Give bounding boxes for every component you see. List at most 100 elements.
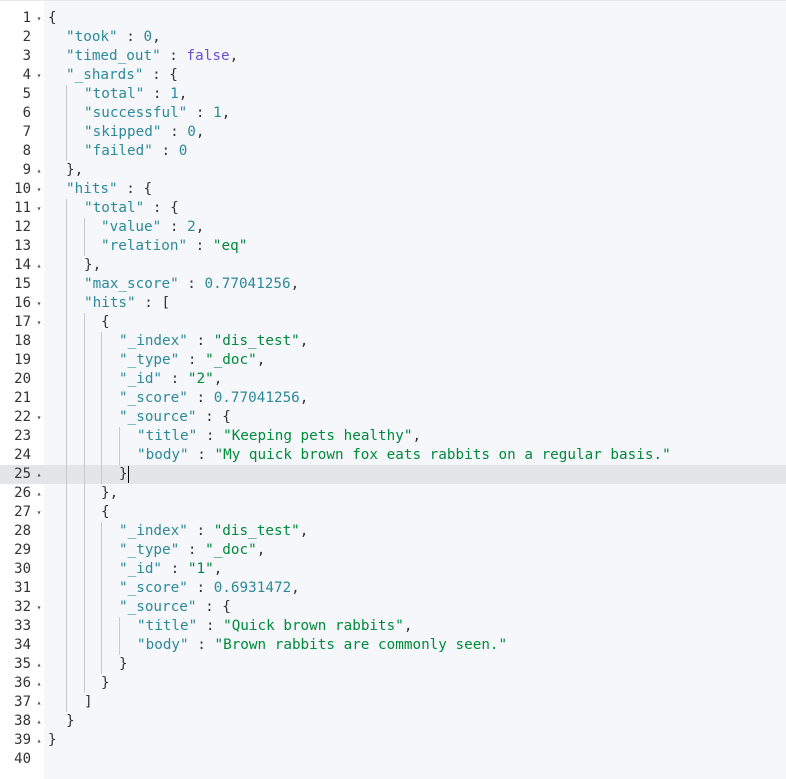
code-lines: { "took" : 0, "timed_out" : false, "_sha… bbox=[0, 9, 786, 769]
gutter-row: 20 bbox=[0, 370, 44, 389]
line-number: 38 bbox=[14, 713, 31, 729]
line-number: 1 bbox=[22, 10, 31, 26]
code-line: "took" : 0, bbox=[66, 29, 161, 45]
line-number: 28 bbox=[14, 523, 31, 539]
code-line: "title" : "Keeping pets healthy", bbox=[137, 428, 422, 444]
fold-open-icon[interactable]: ▾ bbox=[36, 318, 42, 327]
fold-close-icon[interactable]: ▴ bbox=[36, 698, 42, 707]
code-line: "_source" : { bbox=[119, 409, 231, 425]
fold-close-icon[interactable]: ▴ bbox=[36, 679, 42, 688]
fold-open-icon[interactable]: ▾ bbox=[36, 508, 42, 517]
line-number: 34 bbox=[14, 637, 31, 653]
fold-open-icon[interactable]: ▾ bbox=[36, 185, 42, 194]
editor-content-area[interactable] bbox=[44, 1, 786, 779]
code-line: "_id" : "1", bbox=[119, 561, 223, 577]
fold-close-icon[interactable]: ▴ bbox=[36, 261, 42, 270]
line-number: 16 bbox=[14, 295, 31, 311]
indent-guide bbox=[119, 427, 120, 465]
indent-guide bbox=[66, 199, 67, 712]
code-line: ] bbox=[84, 694, 93, 710]
code-line: "hits" : { bbox=[66, 181, 153, 197]
line-number-gutter bbox=[0, 1, 44, 779]
fold-close-icon[interactable]: ▴ bbox=[36, 660, 42, 669]
line-number: 18 bbox=[14, 333, 31, 349]
fold-open-icon[interactable]: ▾ bbox=[36, 14, 42, 23]
text-cursor bbox=[127, 465, 129, 483]
gutter-row: 18 bbox=[0, 332, 44, 351]
code-line: "failed" : 0 bbox=[84, 143, 188, 159]
gutter-row: 10 ▾ bbox=[0, 180, 44, 199]
gutter-row: 1▾ bbox=[0, 9, 44, 28]
code-line: "total" : 1, bbox=[84, 86, 188, 102]
code-line: "body" : "My quick brown fox eats rabbit… bbox=[137, 447, 671, 463]
gutter-row: 38 ▴ bbox=[0, 712, 44, 731]
gutter-row: 30 bbox=[0, 560, 44, 579]
fold-close-icon[interactable]: ▴ bbox=[36, 736, 42, 745]
gutter-row: 6 bbox=[0, 104, 44, 123]
gutter-row: 21 bbox=[0, 389, 44, 408]
line-number: 7 bbox=[22, 124, 31, 140]
fold-open-icon[interactable]: ▾ bbox=[36, 413, 42, 422]
fold-open-icon[interactable]: ▾ bbox=[36, 71, 42, 80]
gutter-row: 35▴ bbox=[0, 655, 44, 674]
gutter-row: 19 bbox=[0, 351, 44, 370]
gutter-row: 8 bbox=[0, 142, 44, 161]
line-number: 27 bbox=[14, 504, 31, 520]
code-line: "_type" : "_doc", bbox=[119, 352, 266, 368]
code-line: "_shards" : { bbox=[66, 67, 178, 83]
code-line: "max_score" : 0.77041256, bbox=[84, 276, 300, 292]
code-line bbox=[0, 750, 786, 769]
fold-open-icon[interactable]: ▾ bbox=[36, 603, 42, 612]
code-line: } bbox=[119, 656, 128, 672]
code-line: "hits" : [ bbox=[84, 295, 171, 311]
code-line: "_score" : 0.77041256, bbox=[119, 390, 309, 406]
line-number: 26 bbox=[14, 485, 31, 501]
line-number: 17 bbox=[14, 314, 31, 330]
gutter-row: 5 bbox=[0, 85, 44, 104]
code-line: "_id" : "2", bbox=[119, 371, 223, 387]
line-number: 10 bbox=[14, 181, 31, 197]
gutter-row: 29 bbox=[0, 541, 44, 560]
gutter-row: 34 bbox=[0, 636, 44, 655]
gutter-row: 9▴ bbox=[0, 161, 44, 180]
line-number: 25 bbox=[14, 466, 31, 482]
line-number: 11 bbox=[14, 200, 31, 216]
gutter-row: 4▾ bbox=[0, 66, 44, 85]
gutter-row: 27 ▾ bbox=[0, 503, 44, 522]
line-number: 30 bbox=[14, 561, 31, 577]
fold-close-icon[interactable]: ▴ bbox=[36, 717, 42, 726]
line-number: 15 bbox=[14, 276, 31, 292]
line-number: 2 bbox=[22, 29, 31, 45]
code-line: } bbox=[101, 675, 110, 691]
code-line: }, bbox=[66, 162, 84, 178]
gutter-row: 24 bbox=[0, 446, 44, 465]
line-number: 23 bbox=[14, 428, 31, 444]
gutter-row: 23 bbox=[0, 427, 44, 446]
gutter-row: 2 bbox=[0, 28, 44, 47]
gutter-row: 12 bbox=[0, 218, 44, 237]
line-number: 14 bbox=[14, 257, 31, 273]
fold-close-icon[interactable]: ▴ bbox=[36, 166, 42, 175]
line-number: 36 bbox=[14, 675, 31, 691]
indent-guide bbox=[101, 332, 102, 484]
code-line: "_score" : 0.6931472, bbox=[119, 580, 300, 596]
line-number: 32 bbox=[14, 599, 31, 615]
fold-close-icon[interactable]: ▴ bbox=[36, 489, 42, 498]
indent-guide bbox=[84, 313, 85, 693]
gutter-row: 16 ▾ bbox=[0, 294, 44, 313]
code-line: "_index" : "dis_test", bbox=[119, 333, 309, 349]
line-number: 9 bbox=[22, 162, 31, 178]
line-number: 12 bbox=[14, 219, 31, 235]
code-line: "skipped" : 0, bbox=[84, 124, 205, 140]
line-number: 33 bbox=[14, 618, 31, 634]
gutter-row: 32 ▾ bbox=[0, 598, 44, 617]
line-number: 8 bbox=[22, 143, 31, 159]
code-line: "title" : "Quick brown rabbits", bbox=[137, 618, 413, 634]
fold-close-icon[interactable]: ▴ bbox=[36, 470, 42, 479]
code-line: { bbox=[48, 10, 57, 26]
gutter-row: 17 ▾ bbox=[0, 313, 44, 332]
fold-open-icon[interactable]: ▾ bbox=[36, 204, 42, 213]
indent-guide bbox=[66, 85, 67, 161]
fold-open-icon[interactable]: ▾ bbox=[36, 299, 42, 308]
